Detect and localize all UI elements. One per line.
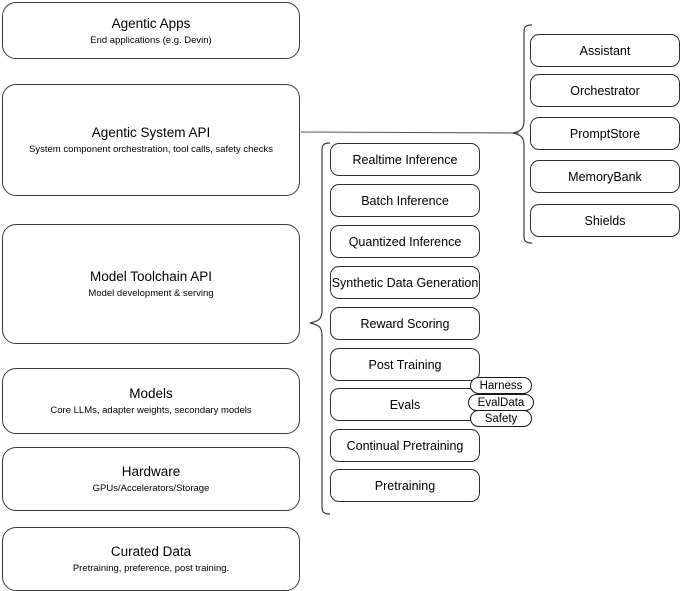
component-box-shields[interactable]: Shields	[530, 204, 680, 237]
component-label: Realtime Inference	[352, 152, 458, 167]
component-box-post-training[interactable]: Post Training	[330, 348, 480, 381]
evals-tag-evaldata[interactable]: EvalData	[468, 394, 534, 411]
component-label: Shields	[584, 213, 626, 228]
layer-box-models[interactable]: Models Core LLMs, adapter weights, secon…	[2, 368, 300, 434]
component-label: Post Training	[368, 357, 442, 372]
evals-tag-safety[interactable]: Safety	[470, 410, 532, 427]
component-box-quantized-inference[interactable]: Quantized Inference	[330, 225, 480, 258]
component-box-memorybank[interactable]: MemoryBank	[530, 160, 680, 193]
component-label: Evals	[389, 397, 421, 412]
layer-box-agentic-apps[interactable]: Agentic Apps End applications (e.g. Devi…	[2, 2, 300, 59]
layer-title: Models	[129, 386, 173, 401]
connector-system-api-to-components	[300, 131, 520, 134]
layer-box-hardware[interactable]: Hardware GPUs/Accelerators/Storage	[2, 447, 300, 511]
layer-box-agentic-system-api[interactable]: Agentic System API System component orch…	[2, 84, 300, 196]
component-label: Orchestrator	[570, 83, 640, 98]
layer-title: Agentic Apps	[111, 15, 191, 31]
component-box-realtime-inference[interactable]: Realtime Inference	[330, 143, 480, 176]
component-label: PromptStore	[569, 126, 641, 141]
component-label: Quantized Inference	[348, 234, 462, 249]
component-box-assistant[interactable]: Assistant	[530, 34, 680, 67]
layer-title: Agentic System API	[91, 125, 211, 140]
layer-subtitle: Pretraining, preference, post training.	[72, 563, 230, 574]
component-label: Continual Pretraining	[346, 438, 464, 453]
component-box-orchestrator[interactable]: Orchestrator	[530, 74, 680, 107]
layer-title: Hardware	[121, 464, 181, 479]
component-label: Assistant	[579, 43, 631, 58]
component-box-pretraining[interactable]: Pretraining	[330, 469, 480, 502]
component-label: Synthetic Data Generation	[331, 275, 479, 290]
layer-subtitle: End applications (e.g. Devin)	[90, 34, 212, 46]
component-label: Batch Inference	[361, 193, 449, 208]
layer-subtitle: Model development & serving	[88, 288, 214, 299]
component-box-promptstore[interactable]: PromptStore	[530, 117, 680, 150]
layer-box-model-toolchain-api[interactable]: Model Toolchain API Model development & …	[2, 224, 300, 344]
component-box-evals[interactable]: Evals	[330, 388, 480, 421]
component-label: Reward Scoring	[360, 316, 450, 331]
layer-title: Curated Data	[110, 544, 192, 559]
layer-subtitle: GPUs/Accelerators/Storage	[92, 483, 210, 494]
layer-subtitle: Core LLMs, adapter weights, secondary mo…	[50, 405, 252, 416]
evals-tag-harness[interactable]: Harness	[470, 377, 532, 394]
layer-box-curated-data[interactable]: Curated Data Pretraining, preference, po…	[2, 527, 300, 591]
brace-toolchain-components	[309, 142, 331, 515]
evals-tag-label: Safety	[484, 412, 518, 425]
component-label: MemoryBank	[568, 169, 642, 184]
evals-tag-label: Harness	[479, 379, 523, 392]
evals-tag-label: EvalData	[477, 396, 525, 409]
component-box-synthetic-data-generation[interactable]: Synthetic Data Generation	[330, 266, 480, 299]
component-label: Pretraining	[374, 478, 436, 493]
component-box-batch-inference[interactable]: Batch Inference	[330, 184, 480, 217]
component-box-continual-pretraining[interactable]: Continual Pretraining	[330, 429, 480, 462]
layer-subtitle: System component orchestration, tool cal…	[29, 144, 273, 155]
component-box-reward-scoring[interactable]: Reward Scoring	[330, 307, 480, 340]
layer-title: Model Toolchain API	[89, 269, 213, 284]
